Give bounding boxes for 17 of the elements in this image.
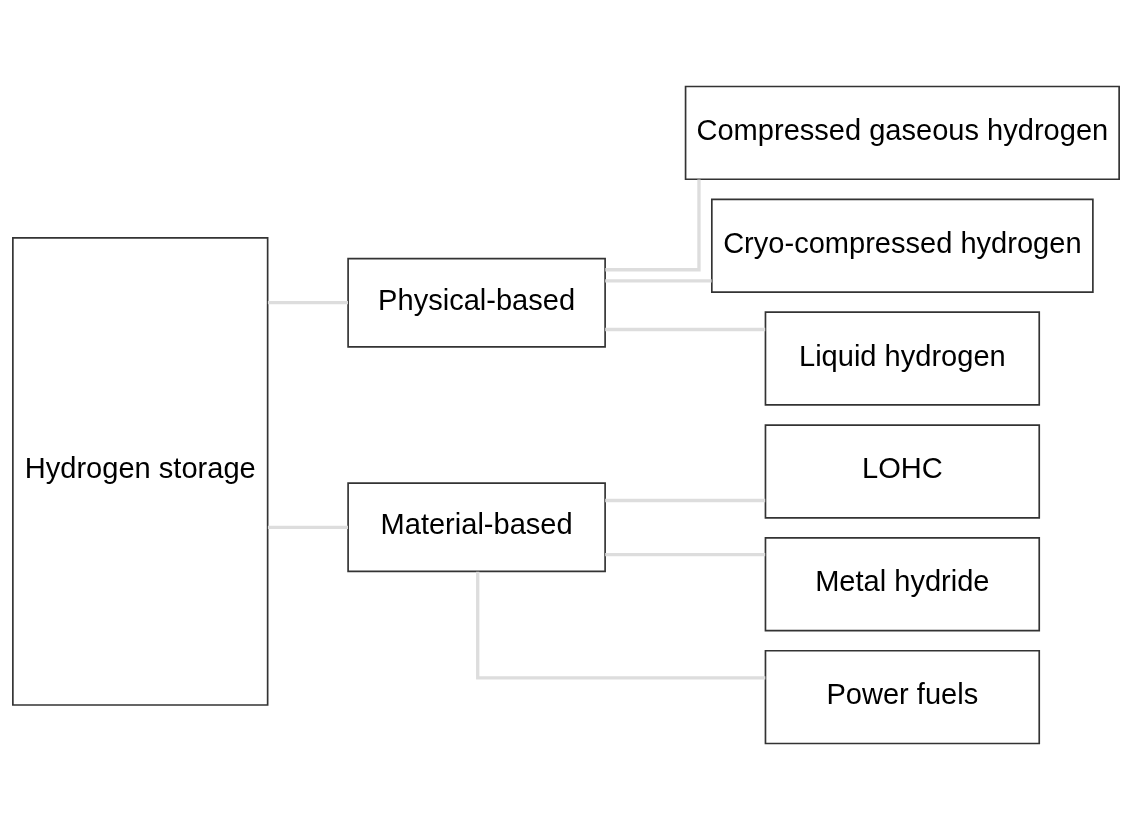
node-box: Liquid hydrogen xyxy=(764,310,1041,406)
connector xyxy=(605,327,766,331)
node-box: Cryo-compressed hydrogen xyxy=(711,198,1094,293)
connector xyxy=(605,498,766,502)
node-box: Compressed gaseous hydrogen xyxy=(684,85,1120,180)
connector xyxy=(267,300,348,304)
node-box: Physical-based xyxy=(347,257,606,348)
node-box: Hydrogen storage xyxy=(12,236,269,706)
node-box: Material-based xyxy=(347,481,606,572)
node-box: Metal hydride xyxy=(764,536,1041,631)
connector xyxy=(267,525,348,529)
connector xyxy=(605,179,701,271)
connector xyxy=(605,278,712,283)
connector xyxy=(605,552,766,556)
node-box: Power fuels xyxy=(764,649,1041,744)
connector xyxy=(476,571,766,680)
node-box: LOHC xyxy=(764,423,1041,519)
